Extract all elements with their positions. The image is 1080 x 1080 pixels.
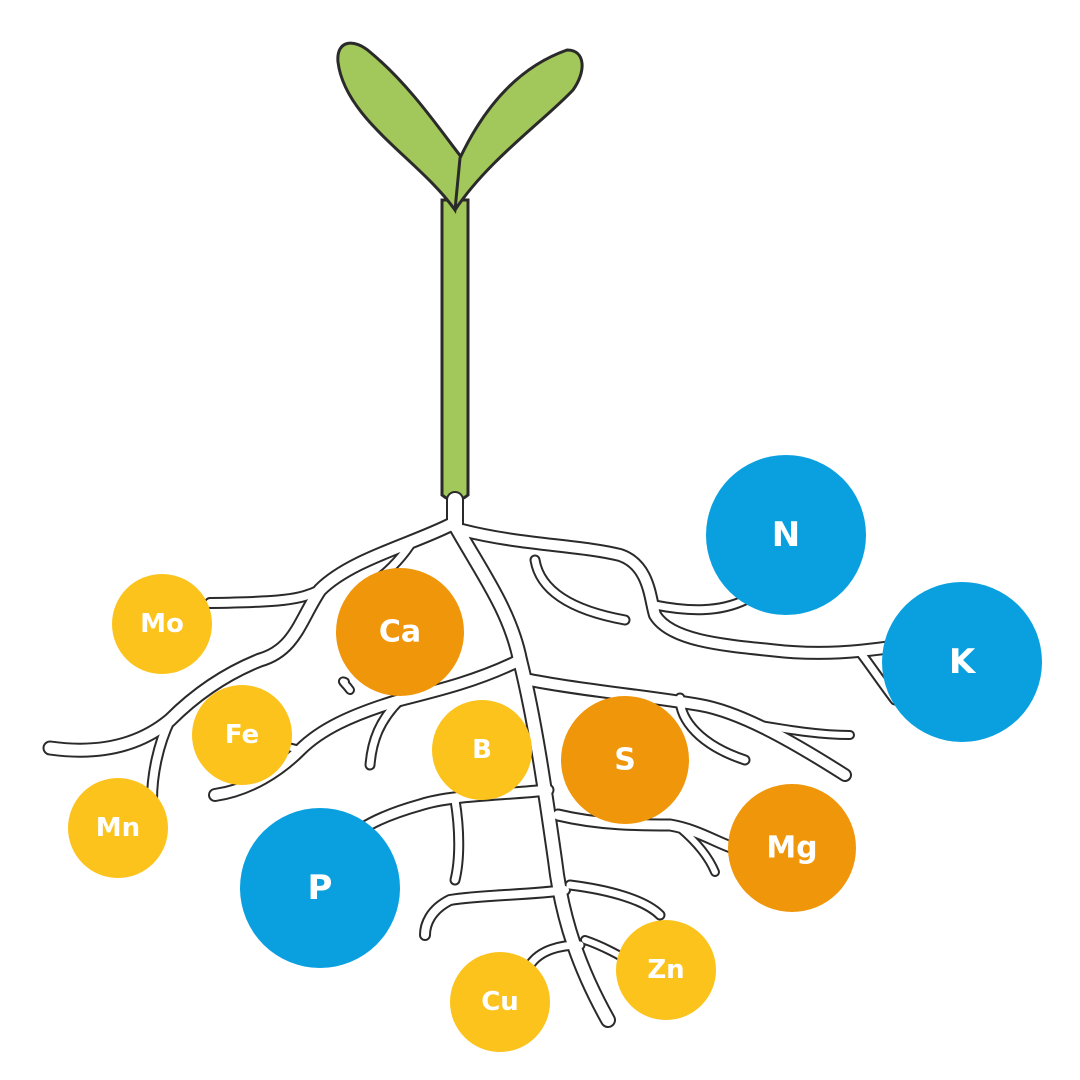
nutrient-zn: Zn <box>616 920 716 1020</box>
nutrient-b: B <box>432 700 532 800</box>
nutrient-fe: Fe <box>192 685 292 785</box>
nutrient-s: S <box>561 696 689 824</box>
nutrient-circle-fe <box>192 685 292 785</box>
root-branch <box>553 810 745 855</box>
left-leaf <box>336 41 464 215</box>
nutrient-label-zn: Zn <box>647 955 684 985</box>
right-leaf <box>453 48 584 211</box>
root-branch <box>355 785 553 835</box>
root-branch <box>566 881 664 919</box>
root-branch <box>651 596 749 614</box>
nutrient-circle-mn <box>68 778 168 878</box>
nutrient-label-mn: Mn <box>96 813 140 843</box>
nutrient-circle-k <box>882 582 1042 742</box>
root-branch <box>421 886 569 939</box>
root-branch <box>457 525 910 658</box>
root-branch <box>339 678 353 693</box>
root-branch <box>526 941 584 969</box>
nutrient-label-mg: Mg <box>766 831 817 866</box>
nutrient-label-b: B <box>472 735 492 765</box>
nutrient-circle-s <box>561 696 689 824</box>
nutrient-label-mo: Mo <box>140 609 184 639</box>
nutrient-circle-mg <box>728 784 856 912</box>
root-branch <box>677 825 718 875</box>
nutrient-circle-cu <box>450 952 550 1052</box>
nutrient-circle-mo <box>112 574 212 674</box>
nutrient-label-cu: Cu <box>481 987 519 1017</box>
nutrient-label-s: S <box>614 743 636 778</box>
nutrient-circle-n <box>706 455 866 615</box>
nutrient-circle-zn <box>616 920 716 1020</box>
root-branch <box>366 696 404 769</box>
nutrient-cu: Cu <box>450 952 550 1052</box>
root-branch <box>757 722 853 738</box>
nutrient-mo: Mo <box>112 574 212 674</box>
nutrient-circle-p <box>240 808 400 968</box>
nutrient-circle-b <box>432 700 532 800</box>
nutrient-k: K <box>882 582 1042 742</box>
nutrient-p: P <box>240 808 400 968</box>
nutrient-label-ca: Ca <box>379 615 421 650</box>
root-branch <box>676 694 749 764</box>
nutrient-ca: Ca <box>336 568 464 696</box>
root-branch <box>44 519 456 756</box>
nutrient-label-n: N <box>772 515 800 555</box>
stem <box>440 198 470 502</box>
nutrient-label-k: K <box>949 642 977 682</box>
nutrient-label-p: P <box>308 868 333 908</box>
nutrient-n: N <box>706 455 866 615</box>
nutrient-label-fe: Fe <box>225 720 259 750</box>
root-branch <box>451 796 463 884</box>
seedling <box>336 41 584 502</box>
root-branch <box>531 556 629 624</box>
root-branch <box>206 586 324 607</box>
root-branch <box>525 675 850 780</box>
nutrient-circle-ca <box>336 568 464 696</box>
nutrient-mg: Mg <box>728 784 856 912</box>
nutrient-mn: Mn <box>68 778 168 878</box>
